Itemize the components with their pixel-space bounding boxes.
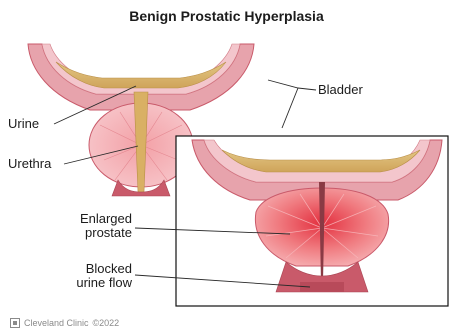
footer-brand: Cleveland Clinic bbox=[24, 318, 89, 328]
label-urine: Urine bbox=[8, 117, 39, 131]
label-enlarged-line2: prostate bbox=[40, 226, 132, 240]
label-enlarged-line1: Enlarged bbox=[40, 212, 132, 226]
cleveland-clinic-logo-icon bbox=[10, 318, 20, 328]
label-enlarged-prostate: Enlarged prostate bbox=[40, 212, 132, 240]
label-urethra: Urethra bbox=[8, 157, 51, 171]
label-blocked-line1: Blocked bbox=[40, 262, 132, 276]
label-blocked-line2: urine flow bbox=[40, 276, 132, 290]
footer-credit: Cleveland Clinic ©2022 bbox=[10, 318, 119, 328]
label-blocked-flow: Blocked urine flow bbox=[40, 262, 132, 290]
label-bladder: Bladder bbox=[318, 83, 363, 97]
footer-copyright: ©2022 bbox=[93, 318, 120, 328]
